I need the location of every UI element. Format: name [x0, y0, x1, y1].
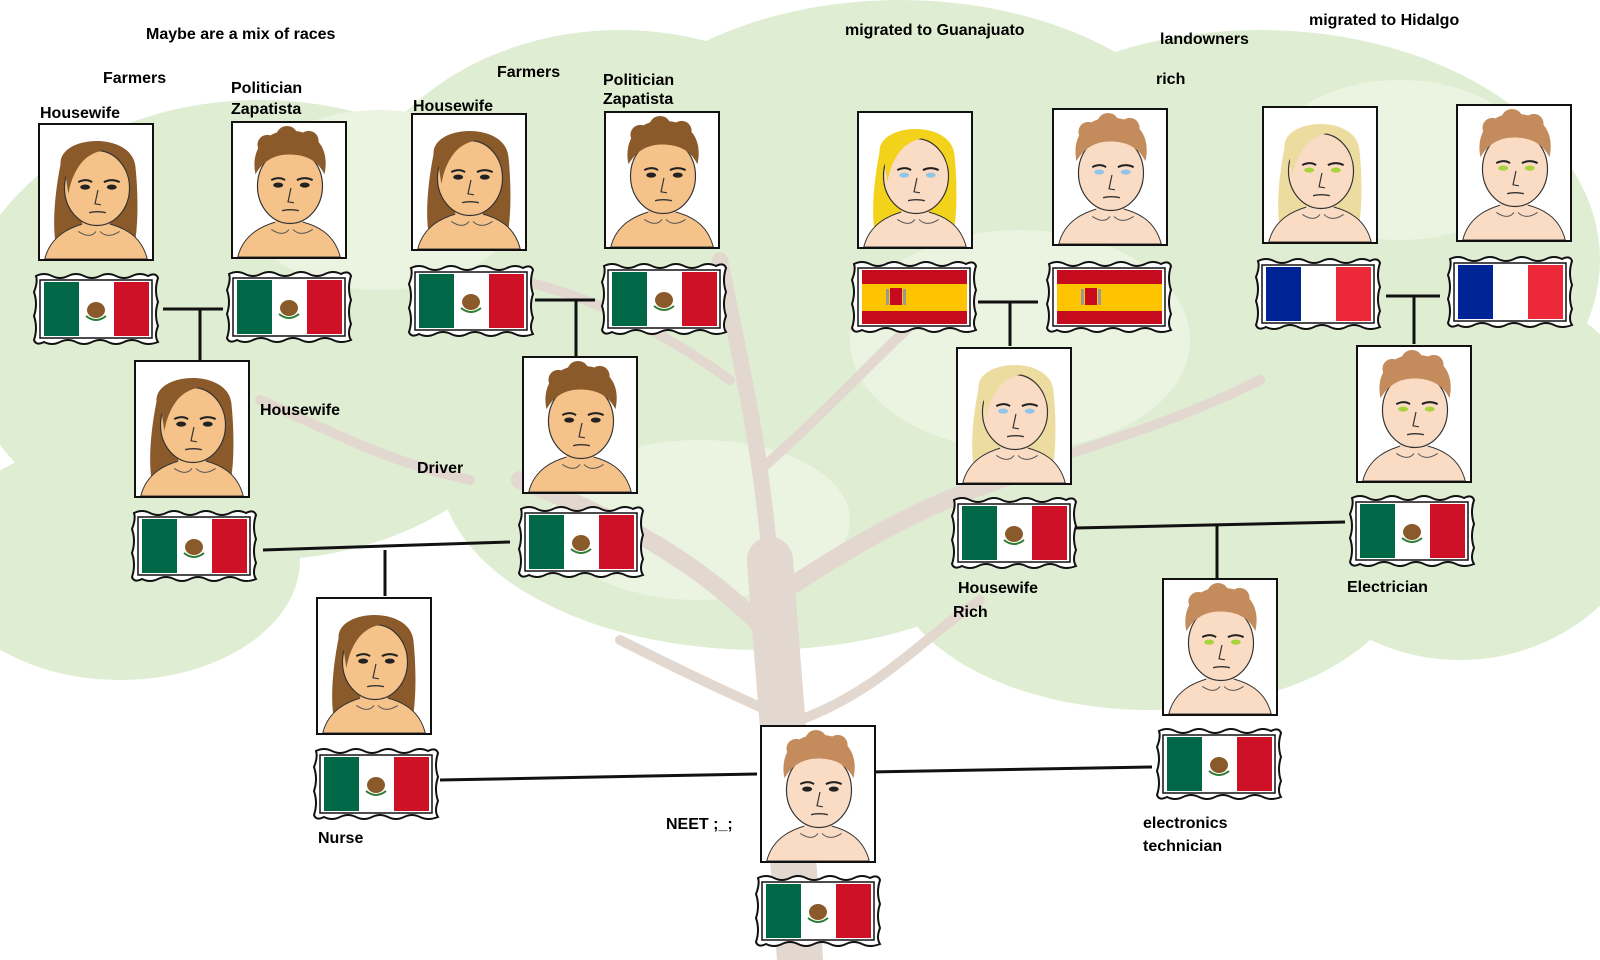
portrait-p15: [760, 725, 876, 863]
flag-p8: [848, 258, 980, 336]
label-neet-p15: NEET ;_;: [666, 816, 733, 833]
label-housewife-p12: Housewife: [958, 580, 1039, 597]
flag-p13: [1346, 492, 1478, 570]
flag-p10: [1252, 255, 1384, 333]
label-electrician-p13: Electrician: [1347, 579, 1428, 596]
portrait-p6: [522, 356, 638, 494]
portrait-p10: [1262, 106, 1378, 244]
label-housewife-p1: Housewife: [40, 105, 121, 122]
label-driver-p6: Driver: [417, 460, 464, 477]
label-nurse-p7: Nurse: [318, 830, 364, 847]
portrait-p2: [231, 121, 347, 259]
flag-p6: [515, 503, 647, 581]
flag-p15: [752, 872, 884, 950]
label-zapatista-p2: Zapatista: [231, 101, 302, 118]
flag-p3: [405, 262, 537, 340]
portrait-p8: [857, 111, 973, 249]
label-zapatista-p4: Zapatista: [603, 91, 674, 108]
flag-p4: [598, 260, 730, 338]
portrait-p4: [604, 111, 720, 249]
label-landowners: landowners: [1160, 31, 1249, 48]
label-rich-p12: Rich: [953, 604, 988, 621]
portrait-p13: [1356, 345, 1472, 483]
label-politician-p4: Politician: [603, 72, 675, 89]
flag-p12: [948, 494, 1080, 572]
portrait-p1: [38, 123, 154, 261]
label-politician-p2: Politician: [231, 80, 303, 97]
label-housewife-p3: Housewife: [413, 98, 494, 115]
flag-p7: [310, 745, 442, 823]
label-mix-of-races: Maybe are a mix of races: [146, 26, 336, 43]
flag-p2: [223, 268, 355, 346]
label-farmers-middle: Farmers: [497, 64, 561, 81]
portrait-p12: [956, 347, 1072, 485]
label-electronics-p14: electronics: [1143, 815, 1228, 832]
flag-p11: [1444, 253, 1576, 331]
portrait-p9: [1052, 108, 1168, 246]
portrait-p3: [411, 113, 527, 251]
label-housewife-p5: Housewife: [260, 402, 341, 419]
flag-p5: [128, 507, 260, 585]
portrait-p7: [316, 597, 432, 735]
label-rich-p9: rich: [1156, 71, 1186, 88]
flag-p9: [1043, 258, 1175, 336]
flag-p14: [1153, 725, 1285, 803]
label-migrated-hidalgo: migrated to Hidalgo: [1309, 12, 1460, 29]
portrait-p5: [134, 360, 250, 498]
label-migrated-guanajuato: migrated to Guanajuato: [845, 22, 1025, 39]
flag-p1: [30, 270, 162, 348]
portrait-p14: [1162, 578, 1278, 716]
label-technician-p14: technician: [1143, 838, 1223, 855]
label-farmers-left: Farmers: [103, 70, 167, 87]
portrait-p11: [1456, 104, 1572, 242]
